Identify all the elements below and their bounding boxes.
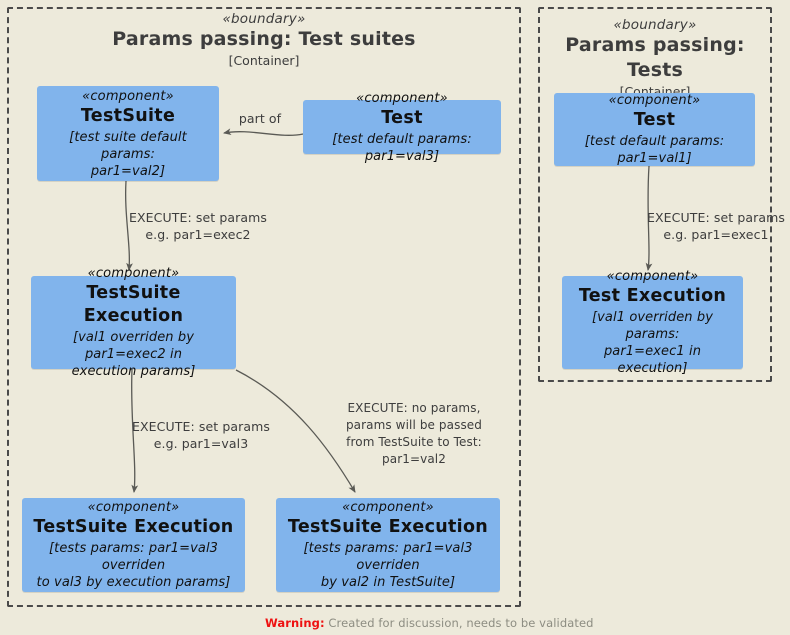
boundary-tests-header: «boundary» Params passing: Tests [Contai… xyxy=(538,17,772,100)
component-note: [test default params: par1=val1] xyxy=(584,134,725,166)
boundary-test-suites-header: «boundary» Params passing: Test suites [… xyxy=(7,11,521,69)
boundary-subtitle: [Container] xyxy=(228,53,300,68)
component-testsuite[interactable]: «component» TestSuite [test suite defaul… xyxy=(37,86,219,181)
component-stereotype: «component» xyxy=(82,88,174,104)
component-test-right[interactable]: «component» Test [test default params: p… xyxy=(554,93,755,166)
component-name: TestSuite Execution xyxy=(287,517,489,537)
edge-label-execute-exec2: EXECUTE: set params e.g. par1=exec2 xyxy=(128,210,267,242)
edge-label-execute-val3: EXECUTE: set params e.g. par1=val3 xyxy=(131,419,270,451)
component-testsuite-execution-bottom-right[interactable]: «component» TestSuite Execution [tests p… xyxy=(276,498,500,592)
boundary-test-suites xyxy=(7,7,521,607)
component-name: Test xyxy=(381,107,423,128)
component-note: [val1 overriden by params: par1=exec1 in… xyxy=(591,310,714,376)
component-testsuite-execution-bottom-left[interactable]: «component» TestSuite Execution [tests p… xyxy=(22,498,245,592)
component-stereotype: «component» xyxy=(608,93,701,108)
warning-text: Created for discussion, needs to be vali… xyxy=(328,616,594,630)
component-name: TestSuite xyxy=(80,105,176,126)
warning-label: Warning: xyxy=(265,616,325,630)
component-stereotype: «component» xyxy=(87,500,180,515)
boundary-title: Params passing: Test suites xyxy=(112,28,416,50)
boundary-stereotype: «boundary» xyxy=(222,11,306,27)
component-testsuite-execution-mid[interactable]: «component» TestSuite Execution [val1 ov… xyxy=(31,266,236,379)
component-note: [val1 overriden by par1=exec2 in executi… xyxy=(71,330,196,379)
boundary-tests xyxy=(538,7,772,382)
component-test-left[interactable]: «component» Test [test default params: p… xyxy=(303,91,501,164)
component-name: TestSuite Execution xyxy=(83,283,184,326)
component-stereotype: «component» xyxy=(606,269,699,284)
component-stereotype: «component» xyxy=(342,500,434,515)
component-note: [test default params: par1=val3] xyxy=(332,131,472,164)
component-test-execution-right[interactable]: «component» Test Execution [val1 overrid… xyxy=(562,269,743,376)
warning-footer: Warning: Created for discussion, needs t… xyxy=(265,616,594,631)
edge-label-part-of: part of xyxy=(238,111,282,126)
component-name: TestSuite Execution xyxy=(33,517,234,537)
component-name: Test Execution xyxy=(578,286,727,306)
edge-label-execute-exec1: EXECUTE: set params e.g. par1=exec1 xyxy=(646,210,785,242)
component-name: Test xyxy=(633,110,676,130)
boundary-stereotype: «boundary» xyxy=(613,17,697,33)
component-note: [tests params: par1=val3 overriden to va… xyxy=(36,541,231,590)
component-note: [test suite default params: par1=val2] xyxy=(69,129,187,179)
component-note: [tests params: par1=val3 overriden by va… xyxy=(303,541,473,590)
component-stereotype: «component» xyxy=(356,90,448,106)
edge-label-execute-noparams: EXECUTE: no params, params will be passe… xyxy=(345,401,483,466)
boundary-title: Params passing: Tests xyxy=(565,34,745,81)
component-stereotype: «component» xyxy=(87,266,180,281)
